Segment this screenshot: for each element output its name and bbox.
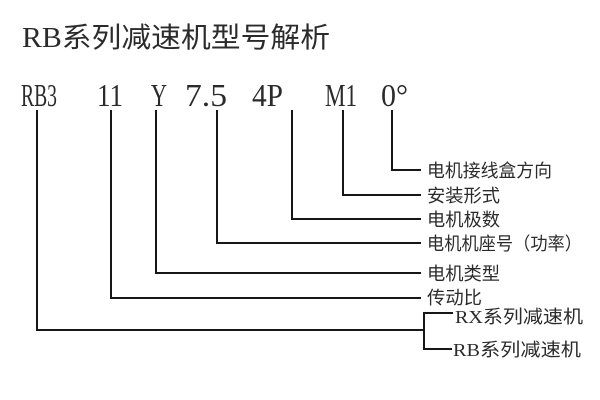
code-segment-poles: 4P xyxy=(252,77,283,113)
callout-labels: 电机接线盒方向 安装形式 电机极数 电机机座号（功率） 电机类型 传动比 RX系… xyxy=(427,161,583,360)
code-segment-mounting: M1 xyxy=(325,77,357,113)
connector-ratio-line xyxy=(109,110,421,300)
label-rx-series: RX系列减速机 xyxy=(455,307,583,327)
connector-frame-power-line xyxy=(216,110,421,244)
connector-series-line xyxy=(35,110,424,332)
label-motor-type: 电机类型 xyxy=(427,264,500,284)
label-transmission-ratio: 传动比 xyxy=(427,288,482,308)
label-rb-series: RB系列减速机 xyxy=(453,340,581,360)
code-segment-ratio: 11 xyxy=(97,77,123,113)
label-motor-frame-power: 电机机座号（功率） xyxy=(427,234,582,254)
series-branch-bracket xyxy=(422,311,453,351)
connector-poles-line xyxy=(291,110,421,220)
label-motor-poles: 电机极数 xyxy=(427,210,500,230)
page-title: RB系列减速机型号解析 xyxy=(22,22,330,54)
code-segment-junction-angle: 0° xyxy=(381,77,408,113)
model-code-row: RB3 11 Y 7.5 4P M1 0° xyxy=(21,77,408,113)
connector-mounting-line xyxy=(342,110,421,196)
code-segment-motor-type: Y xyxy=(151,77,167,113)
connector-junction-angle-line xyxy=(391,110,421,171)
code-segment-series: RB3 xyxy=(21,77,57,113)
connector-motor-type-line xyxy=(155,110,421,274)
connector-lines xyxy=(35,110,453,351)
label-junction-box-direction: 电机接线盒方向 xyxy=(427,161,552,181)
code-segment-frame-power: 7.5 xyxy=(185,77,227,113)
label-mounting-type: 安装形式 xyxy=(427,186,500,206)
